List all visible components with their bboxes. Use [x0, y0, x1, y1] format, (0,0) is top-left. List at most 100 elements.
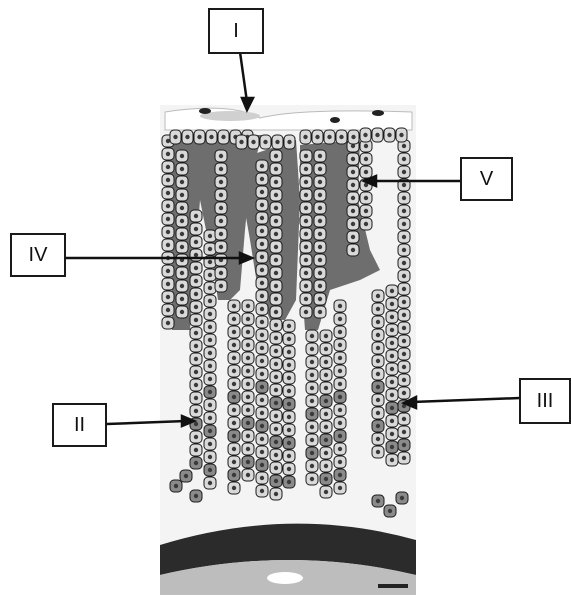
cell-nucleus	[260, 190, 264, 194]
cell-nucleus	[274, 427, 278, 431]
cell-nucleus	[375, 133, 379, 137]
cell-nucleus	[310, 464, 314, 468]
cell-nucleus	[399, 133, 403, 137]
cell-nucleus	[287, 140, 291, 144]
cell-nucleus	[324, 490, 328, 494]
cell-nucleus	[246, 330, 250, 334]
cell-nucleus	[287, 324, 291, 328]
cell-nucleus	[260, 229, 264, 233]
cell-nucleus	[232, 304, 236, 308]
cell-nucleus	[208, 351, 212, 355]
cell-nucleus	[324, 334, 328, 338]
cell-nucleus	[390, 393, 394, 397]
cell-nucleus	[246, 317, 250, 321]
cell-nucleus	[387, 133, 391, 137]
cell-nucleus	[376, 424, 380, 428]
cell-nucleus	[402, 443, 406, 447]
cell-nucleus	[274, 167, 278, 171]
cell-nucleus	[246, 395, 250, 399]
cell-nucleus	[304, 271, 308, 275]
cell-nucleus	[338, 408, 342, 412]
cell-nucleus	[274, 258, 278, 262]
cell-nucleus	[324, 451, 328, 455]
cell-nucleus	[388, 509, 392, 513]
cell-nucleus	[402, 235, 406, 239]
cell-nucleus	[390, 354, 394, 358]
cell-nucleus	[303, 135, 307, 139]
cell-nucleus	[180, 271, 184, 275]
cell-nucleus	[208, 364, 212, 368]
cell-nucleus	[209, 135, 213, 139]
cell-nucleus	[351, 222, 355, 226]
cell-nucleus	[194, 227, 198, 231]
cell-nucleus	[260, 294, 264, 298]
cell-nucleus	[324, 360, 328, 364]
cell-nucleus	[327, 135, 331, 139]
cell-nucleus	[173, 135, 177, 139]
cell-nucleus	[166, 230, 170, 234]
cell-nucleus	[166, 269, 170, 273]
cell-nucleus	[376, 385, 380, 389]
cell-nucleus	[318, 180, 322, 184]
cell-nucleus	[338, 343, 342, 347]
cell-nucleus	[185, 135, 189, 139]
cell-nucleus	[324, 347, 328, 351]
cell-nucleus	[166, 282, 170, 286]
cell-nucleus	[194, 292, 198, 296]
cell-nucleus	[351, 235, 355, 239]
cell-nucleus	[351, 209, 355, 213]
cell-nucleus	[180, 310, 184, 314]
cell-nucleus	[274, 453, 278, 457]
cell-nucleus	[194, 435, 198, 439]
cell-nucleus	[194, 422, 198, 426]
cell-nucleus	[260, 398, 264, 402]
cell-nucleus	[260, 372, 264, 376]
cell-nucleus	[338, 304, 342, 308]
arrow-III	[412, 398, 520, 402]
cell-nucleus	[246, 343, 250, 347]
cell-nucleus	[219, 245, 223, 249]
cell-nucleus	[402, 300, 406, 304]
cell-nucleus	[232, 460, 236, 464]
label-II: II	[52, 403, 107, 447]
cell-nucleus	[246, 382, 250, 386]
cell-nucleus	[402, 144, 406, 148]
cell-nucleus	[194, 253, 198, 257]
cell-nucleus	[287, 415, 291, 419]
cell-nucleus	[402, 222, 406, 226]
cell-nucleus	[310, 451, 314, 455]
cell-nucleus	[251, 140, 255, 144]
cell-nucleus	[232, 408, 236, 412]
cell-nucleus	[194, 305, 198, 309]
cell-nucleus	[219, 167, 223, 171]
cell-nucleus	[166, 152, 170, 156]
cell-nucleus	[166, 243, 170, 247]
cell-nucleus	[274, 310, 278, 314]
cell-nucleus	[180, 206, 184, 210]
cell-nucleus	[232, 369, 236, 373]
cell-nucleus	[324, 464, 328, 468]
cell-nucleus	[402, 157, 406, 161]
cell-nucleus	[287, 480, 291, 484]
cell-nucleus	[194, 344, 198, 348]
cell-nucleus	[180, 219, 184, 223]
cell-nucleus	[274, 323, 278, 327]
cell-nucleus	[338, 382, 342, 386]
cell-nucleus	[318, 219, 322, 223]
cell-nucleus	[376, 307, 380, 311]
cell-nucleus	[246, 460, 250, 464]
cell-nucleus	[232, 317, 236, 321]
cell-nucleus	[402, 417, 406, 421]
cell-nucleus	[260, 476, 264, 480]
cell-nucleus	[376, 346, 380, 350]
cell-nucleus	[274, 414, 278, 418]
cell-nucleus	[166, 217, 170, 221]
cell-nucleus	[274, 193, 278, 197]
cell-nucleus	[208, 260, 212, 264]
cell-nucleus	[232, 395, 236, 399]
cell-nucleus	[174, 484, 178, 488]
cell-nucleus	[274, 492, 278, 496]
cell-nucleus	[260, 489, 264, 493]
cell-nucleus	[376, 450, 380, 454]
cell-nucleus	[376, 499, 380, 503]
